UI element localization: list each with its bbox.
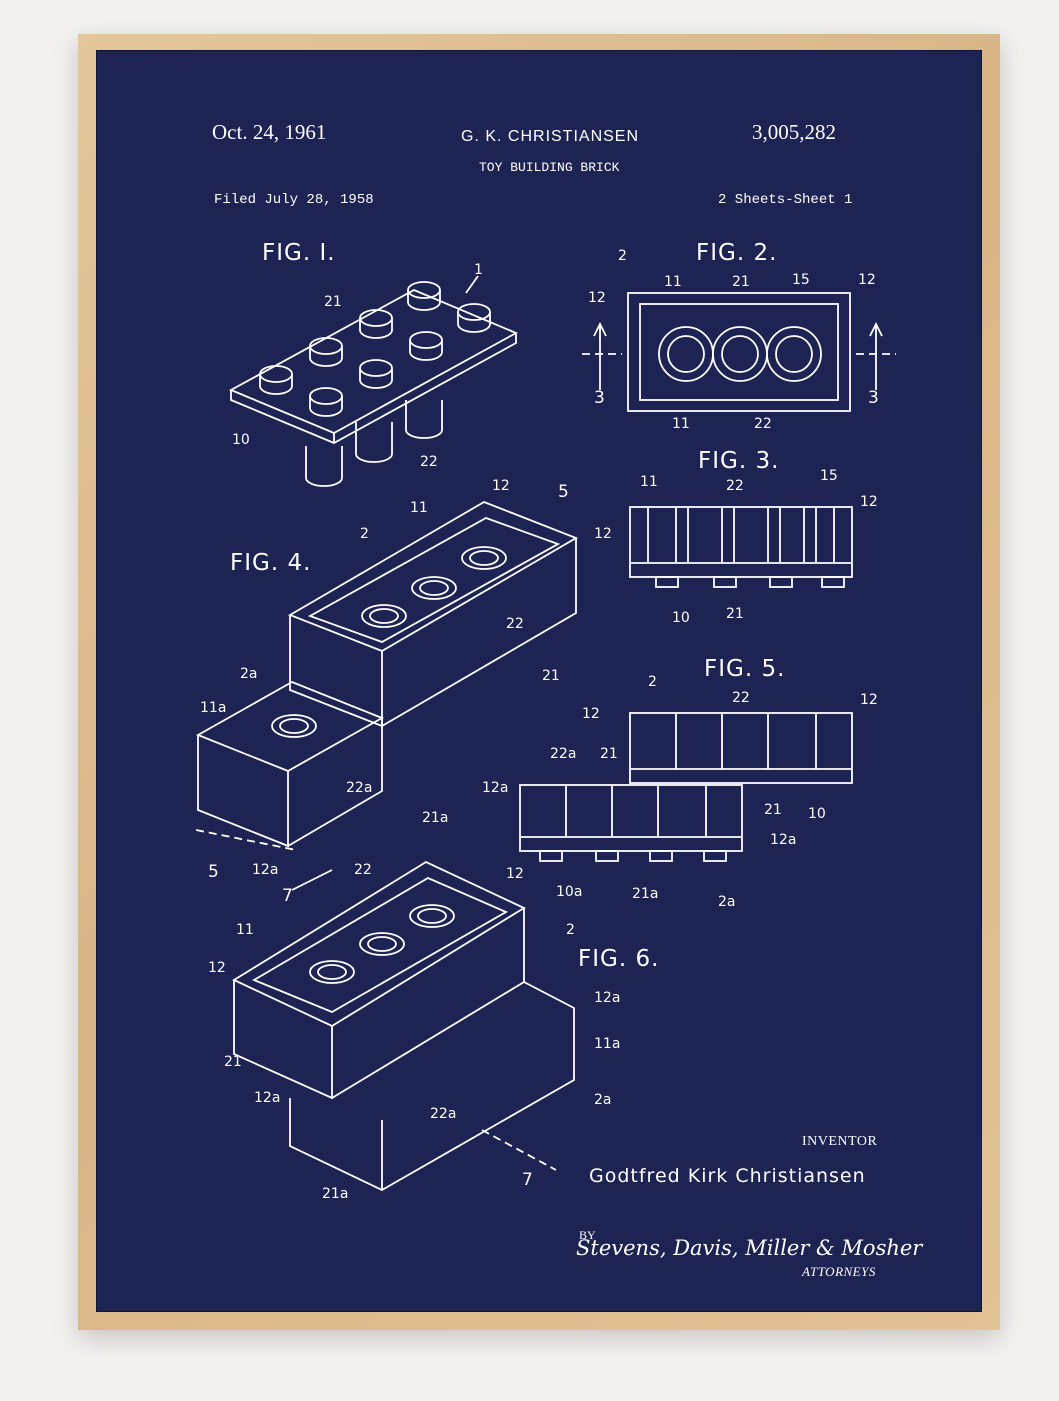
fig5-label: 12 bbox=[582, 706, 600, 722]
fig4-label: 21a bbox=[422, 810, 449, 826]
fig5-label: 21 bbox=[764, 802, 782, 818]
fig1-drawing bbox=[228, 275, 519, 487]
fig6-title: FIG. 6. bbox=[578, 946, 660, 972]
fig5-label: 2 bbox=[648, 674, 657, 690]
fig6-label: 2a bbox=[594, 1092, 612, 1108]
fig2-label: 3 bbox=[868, 388, 879, 408]
patent-number: 3,005,282 bbox=[752, 120, 836, 144]
fig2-label: 21 bbox=[732, 274, 750, 290]
fig6-label: 11 bbox=[236, 922, 254, 938]
attorneys-label: ATTORNEYS bbox=[802, 1264, 876, 1279]
fig3-drawing bbox=[629, 506, 853, 588]
patent-drawings bbox=[195, 275, 896, 1192]
fig2-label: 22 bbox=[754, 416, 772, 432]
fig3-label: 12 bbox=[594, 526, 612, 542]
patent-title: TOY BUILDING BRICK bbox=[479, 160, 620, 175]
picture-frame: Oct. 24, 1961 G. K. CHRISTIANSEN 3,005,2… bbox=[78, 34, 1000, 1330]
fig6-label: 11a bbox=[594, 1036, 621, 1052]
fig4-label: 21 bbox=[542, 668, 560, 684]
patent-date: Oct. 24, 1961 bbox=[212, 120, 327, 144]
fig6-label: 12 bbox=[506, 866, 524, 882]
fig4-label: 22a bbox=[346, 780, 373, 796]
fig5-label: 22 bbox=[732, 690, 750, 706]
fig6-label: 22 bbox=[354, 862, 372, 878]
fig5-label: 12a bbox=[482, 780, 509, 796]
fig6-label: 7 bbox=[282, 886, 293, 906]
fig2-label: 3 bbox=[594, 388, 605, 408]
fig2-label: 11 bbox=[672, 416, 690, 432]
fig5-label: 10 bbox=[808, 806, 826, 822]
fig4-title: FIG. 4. bbox=[230, 550, 312, 576]
fig5-label: 21a bbox=[632, 886, 659, 902]
fig1-label: 10 bbox=[232, 432, 250, 448]
fig3-label: 10 bbox=[672, 610, 690, 626]
fig3-label: 21 bbox=[726, 606, 744, 622]
fig1-label: 21 bbox=[324, 294, 342, 310]
fig6-label: 7 bbox=[522, 1170, 533, 1190]
fig4-drawing bbox=[195, 501, 579, 851]
fig2-label: 2 bbox=[618, 248, 627, 264]
fig5-label: 2a bbox=[718, 894, 736, 910]
fig5-label: 21 bbox=[600, 746, 618, 762]
fig3-label: 11 bbox=[640, 474, 658, 490]
fig2-label: 11 bbox=[664, 274, 682, 290]
fig5-label: 10a bbox=[556, 884, 583, 900]
fig2-title: FIG. 2. bbox=[696, 240, 778, 266]
fig2-drawing bbox=[582, 292, 896, 412]
fig1-label: 1 bbox=[474, 262, 483, 278]
attorney-signature: Stevens, Davis, Miller & Mosher bbox=[576, 1236, 923, 1260]
fig6-label: 12 bbox=[208, 960, 226, 976]
fig4-label: 11a bbox=[200, 700, 227, 716]
fig6-label: 12a bbox=[594, 990, 621, 1006]
fig5-drawing bbox=[519, 712, 853, 862]
sheet-count: 2 Sheets-Sheet 1 bbox=[718, 192, 853, 208]
fig5-title: FIG. 5. bbox=[704, 656, 786, 682]
fig2-label: 12 bbox=[588, 290, 606, 306]
fig5-label: 12 bbox=[860, 692, 878, 708]
filed-date: Filed July 28, 1958 bbox=[214, 192, 374, 208]
fig6-label: 22a bbox=[430, 1106, 457, 1122]
inventor-label: INVENTOR bbox=[802, 1134, 878, 1149]
inventor-name: Godtfred Kirk Christiansen bbox=[589, 1165, 866, 1187]
fig3-title: FIG. 3. bbox=[698, 448, 780, 474]
fig2-label: 15 bbox=[792, 272, 810, 288]
fig5-label: 22a bbox=[550, 746, 577, 762]
fig3-label: 22 bbox=[726, 478, 744, 494]
fig5-label: 12a bbox=[770, 832, 797, 848]
fig6-label: 21a bbox=[322, 1186, 349, 1202]
fig4-label: 5 bbox=[208, 862, 219, 882]
by-label: BY bbox=[579, 1228, 596, 1242]
fig4-label: 12a bbox=[252, 862, 279, 878]
fig4-label: 22 bbox=[506, 616, 524, 632]
fig4-label: 11 bbox=[410, 500, 428, 516]
fig6-drawing bbox=[232, 860, 575, 1192]
fig4-label: 5 bbox=[558, 482, 569, 502]
inventor-short-name: G. K. CHRISTIANSEN bbox=[461, 128, 640, 145]
fig6-label: 21 bbox=[224, 1054, 242, 1070]
fig6-label: 12a bbox=[254, 1090, 281, 1106]
fig1-label: 22 bbox=[420, 454, 438, 470]
fig4-label: 12 bbox=[492, 478, 510, 494]
fig4-label: 2 bbox=[360, 526, 369, 542]
fig4-label: 2a bbox=[240, 666, 258, 682]
fig3-label: 15 bbox=[820, 468, 838, 484]
fig2-label: 12 bbox=[858, 272, 876, 288]
blueprint-poster: Oct. 24, 1961 G. K. CHRISTIANSEN 3,005,2… bbox=[96, 50, 982, 1312]
fig6-label: 2 bbox=[566, 922, 575, 938]
fig3-label: 12 bbox=[860, 494, 878, 510]
fig1-title: FIG. I. bbox=[262, 240, 336, 266]
